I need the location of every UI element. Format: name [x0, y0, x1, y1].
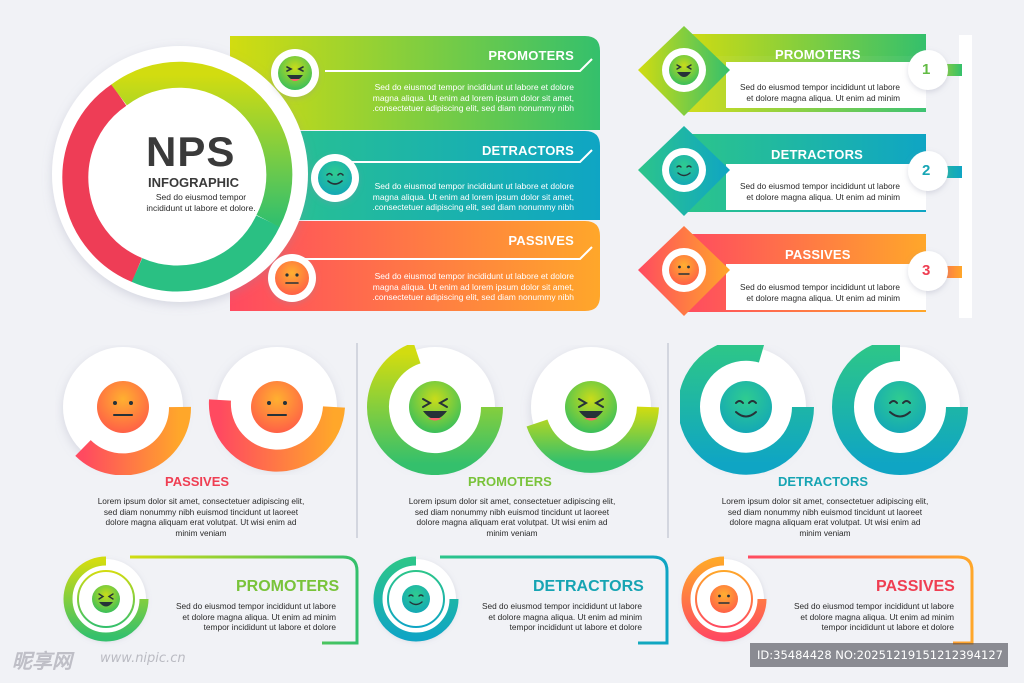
numbered-item-3-text: Sed do eiusmod tempor incididunt ut labo…: [739, 282, 900, 303]
numbered-item-1-title: PROMOTERS: [775, 47, 861, 62]
numbered-item-2-number: 2: [922, 162, 931, 179]
numbered-item-3-badge: [908, 251, 948, 291]
hero-promoters-text: Sed do eiusmod tempor incididunt ut labo…: [372, 82, 574, 113]
hero-promoters-title: PROMOTERS: [488, 48, 574, 63]
gauge-promoters-title: PROMOTERS: [468, 474, 552, 489]
numbered-item-1-badge: [908, 50, 948, 90]
promoters-bar-shape: [230, 36, 600, 130]
bottom-detractors-text: Sed do eiusmod tempor incididunt ut labo…: [481, 601, 642, 632]
passives-gauges: [63, 347, 345, 475]
hero-caption: Sed do eiusmod tempor incididunt ut labo…: [146, 192, 256, 213]
hero-passives-text: Sed do eiusmod tempor incididunt ut labo…: [372, 271, 574, 302]
detractors-gauges: [680, 345, 968, 475]
hero-passives-face-icon: [268, 254, 316, 302]
bottom-detractors-shape: [373, 555, 669, 645]
watermark-id: ID:35484428 NO:20251219151212394127: [757, 648, 1003, 662]
gauge-detractors-text: Lorem ipsum dolor sit amet, consectetuer…: [721, 496, 929, 538]
divider-1: [356, 343, 358, 538]
hero-passives-title: PASSIVES: [508, 233, 574, 248]
bottom-promoters-title: PROMOTERS: [236, 578, 340, 595]
numbered-item-1-text: Sed do eiusmod tempor incididunt ut labo…: [739, 82, 900, 103]
watermark-id-bar: [750, 643, 1008, 667]
hero-subtitle: INFOGRAPHIC: [148, 175, 239, 190]
hero-detractors-face-icon: [311, 154, 359, 202]
bottom-promoters-shape: [63, 555, 359, 645]
gauge-passives-title: PASSIVES: [165, 474, 230, 489]
hero-detractors-title: DETRACTORS: [481, 143, 574, 158]
bottom-passives-shape: [681, 555, 974, 645]
bottom-detractors-title: DETRACTORS: [533, 578, 644, 595]
numbered-item-2-badge: [908, 151, 948, 191]
gauge-promoters-text: Lorem ipsum dolor sit amet, consectetuer…: [408, 496, 616, 538]
hero-promoters-face-icon: [271, 49, 319, 97]
passives-bar-shape: [230, 221, 600, 311]
numbered-item-3-title: PASSIVES: [785, 247, 851, 262]
numbered-item-3-shape: [638, 226, 962, 316]
numbered-item-2-title: DETRACTORS: [771, 147, 864, 162]
numbered-item-1-shape: [638, 26, 962, 116]
gauge-detractors-title: DETRACTORS: [778, 474, 869, 489]
hero-bars: [230, 36, 600, 311]
numbered-item-2-shape: [638, 126, 962, 216]
bottom-promoters-text: Sed do eiusmod tempor incididunt ut labo…: [175, 601, 336, 632]
watermark-logo: 昵享网: [12, 649, 72, 673]
numbered-item-2-text: Sed do eiusmod tempor incididunt ut labo…: [739, 181, 900, 202]
hero-detractors-text: Sed do eiusmod tempor incididunt ut labo…: [372, 181, 574, 212]
hero-donut: [52, 46, 308, 302]
numbered-rail: [959, 35, 972, 318]
numbered-item-3-number: 3: [922, 262, 931, 279]
divider-2: [667, 343, 669, 538]
watermark-site: www.nipic.cn: [100, 651, 186, 666]
hero-title: NPS: [146, 128, 236, 175]
gauge-passives-text: Lorem ipsum dolor sit amet, consectetuer…: [97, 496, 305, 538]
bottom-passives-title: PASSIVES: [876, 578, 955, 595]
bottom-passives-text: Sed do eiusmod tempor incididunt ut labo…: [793, 601, 954, 632]
numbered-item-1-number: 1: [922, 61, 931, 78]
promoters-gauges: [367, 345, 659, 475]
